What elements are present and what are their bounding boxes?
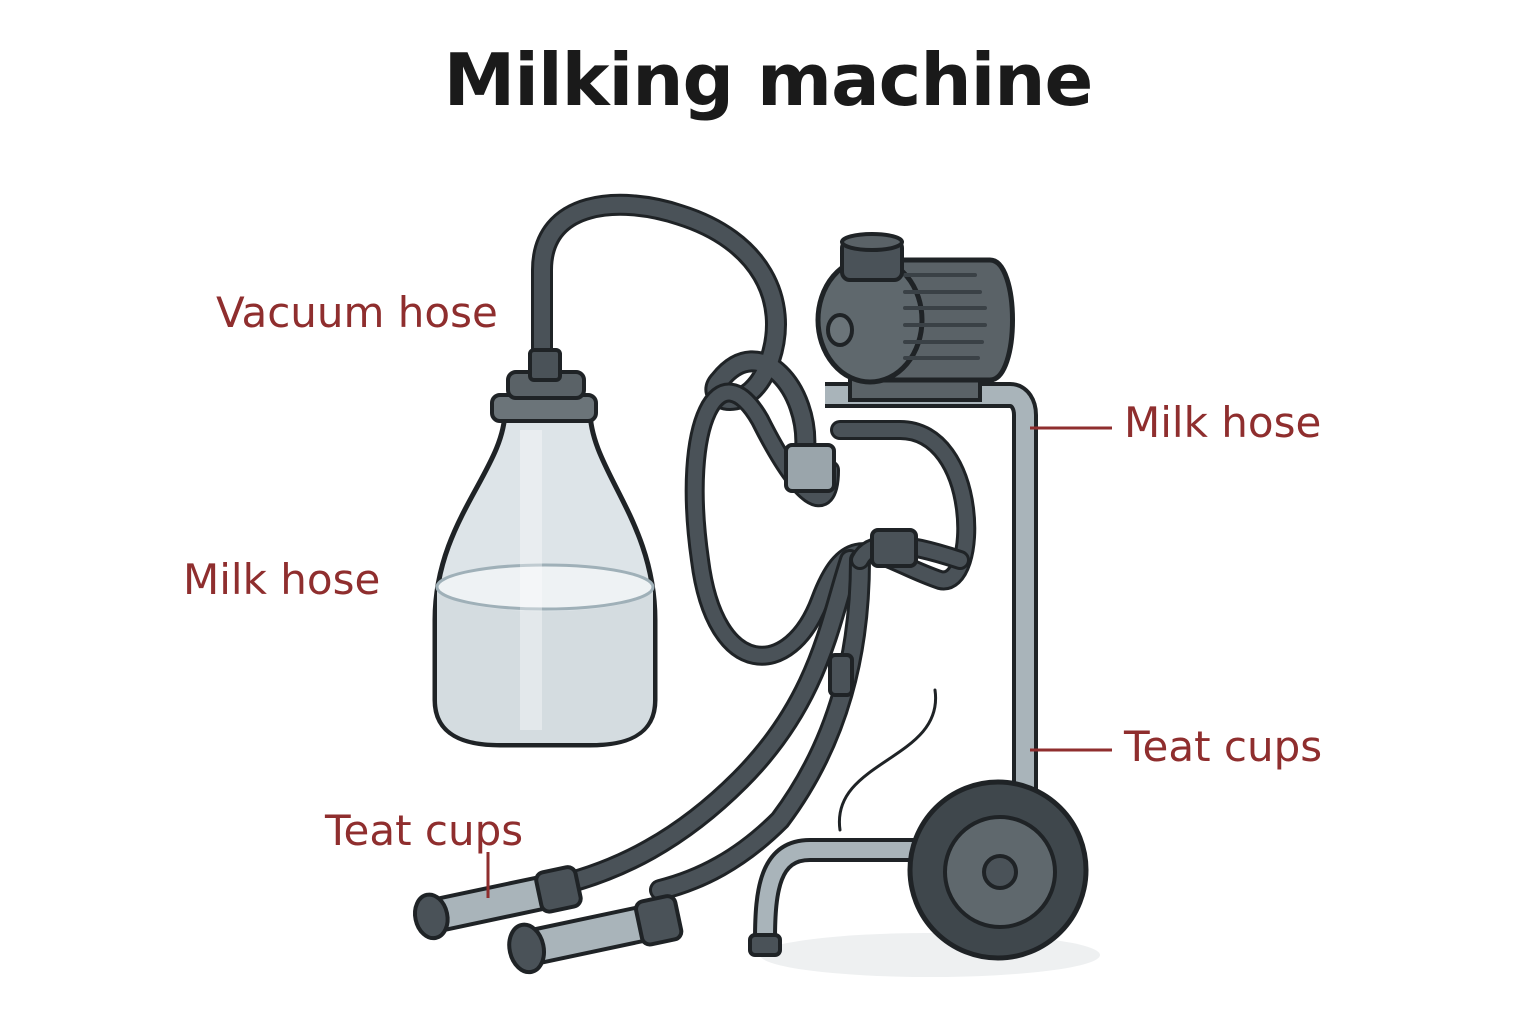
- hose-connector: [870, 528, 918, 568]
- claw-connector: [828, 653, 854, 697]
- label-milk-hose-left: Milk hose: [183, 555, 381, 604]
- label-milk-hose-right: Milk hose: [1124, 398, 1322, 447]
- label-teat-cups-left: Teat cups: [325, 806, 524, 855]
- leader-lines: [486, 426, 1112, 898]
- label-teat-cups-right: Teat cups: [1124, 722, 1323, 771]
- label-vacuum-hose: Vacuum hose: [216, 288, 498, 337]
- vacuum-pump: [815, 232, 1015, 402]
- milk-bottle: [432, 348, 658, 748]
- vacuum-hose: [531, 193, 817, 461]
- diagram-title: Milking machine: [443, 38, 1094, 122]
- vacuum-regulator: [784, 443, 836, 493]
- teat-cups: [412, 865, 684, 975]
- cart-wheel: [907, 779, 1089, 961]
- cart-frame: [748, 382, 1038, 957]
- teat-cup-hoses: [549, 535, 970, 901]
